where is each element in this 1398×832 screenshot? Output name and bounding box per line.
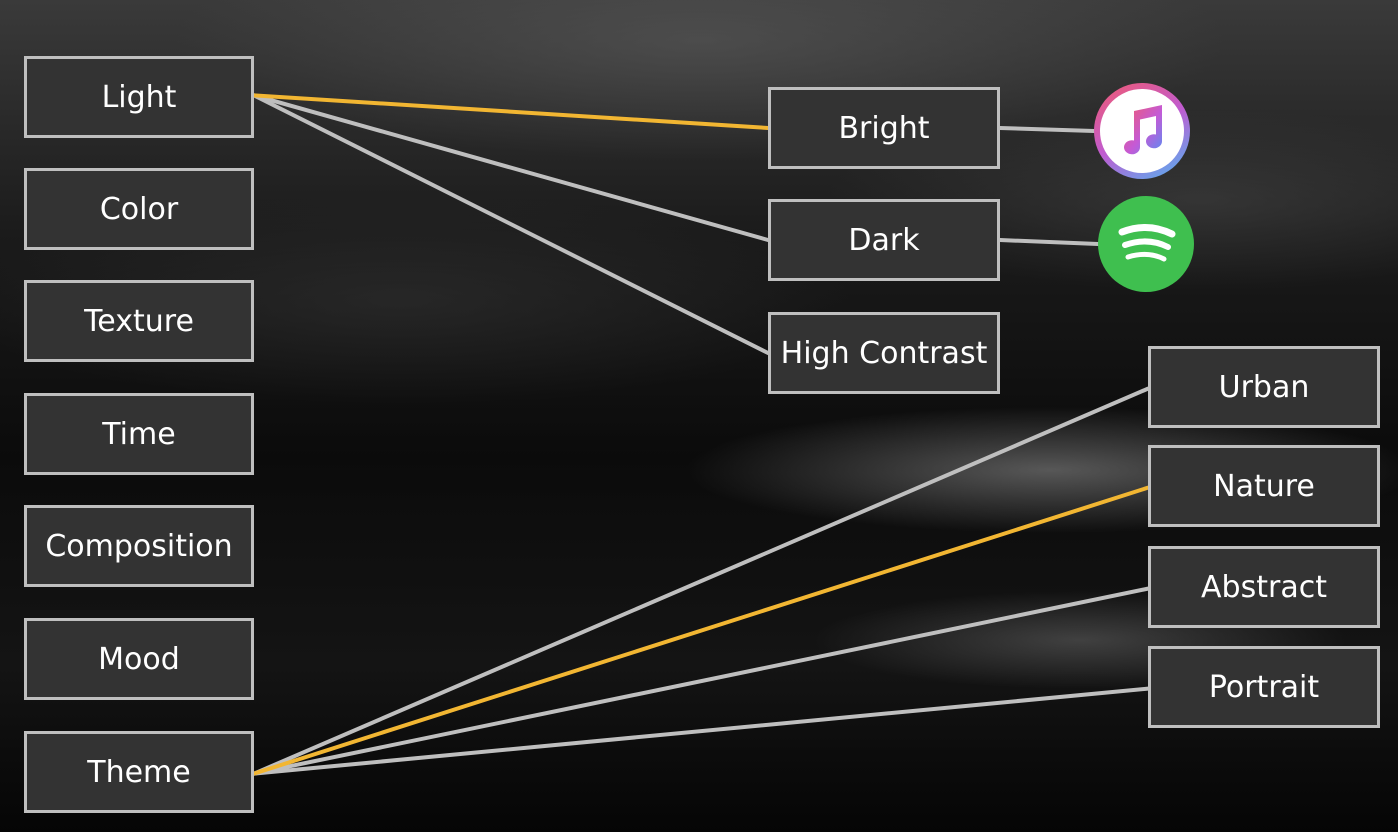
- node-mood[interactable]: Mood: [24, 618, 254, 700]
- spotify-waves-icon: [1118, 224, 1176, 262]
- node-color[interactable]: Color: [24, 168, 254, 250]
- connector-light-high-contrast: [252, 93, 770, 355]
- node-time[interactable]: Time: [24, 393, 254, 475]
- connector-theme-urban: [252, 386, 1150, 776]
- node-urban[interactable]: Urban: [1148, 346, 1380, 428]
- node-dark[interactable]: Dark: [768, 199, 1000, 281]
- node-high-contrast[interactable]: High Contrast: [768, 312, 1000, 394]
- apple-music-icon[interactable]: [1094, 83, 1190, 179]
- node-light[interactable]: Light: [24, 56, 254, 138]
- node-composition[interactable]: Composition: [24, 505, 254, 587]
- node-texture[interactable]: Texture: [24, 280, 254, 362]
- node-nature[interactable]: Nature: [1148, 445, 1380, 527]
- connector-light-bright: [252, 93, 770, 130]
- node-theme[interactable]: Theme: [24, 731, 254, 813]
- spotify-icon[interactable]: [1098, 196, 1194, 292]
- music-note-icon: [1124, 105, 1163, 155]
- connector-bright-apple-music: [998, 126, 1096, 133]
- connector-theme-abstract: [252, 586, 1150, 776]
- connector-light-dark: [252, 93, 770, 242]
- connector-theme-portrait: [252, 686, 1150, 776]
- connector-theme-nature: [252, 485, 1150, 776]
- node-abstract[interactable]: Abstract: [1148, 546, 1380, 628]
- connector-dark-spotify: [998, 238, 1100, 246]
- node-bright[interactable]: Bright: [768, 87, 1000, 169]
- node-portrait[interactable]: Portrait: [1148, 646, 1380, 728]
